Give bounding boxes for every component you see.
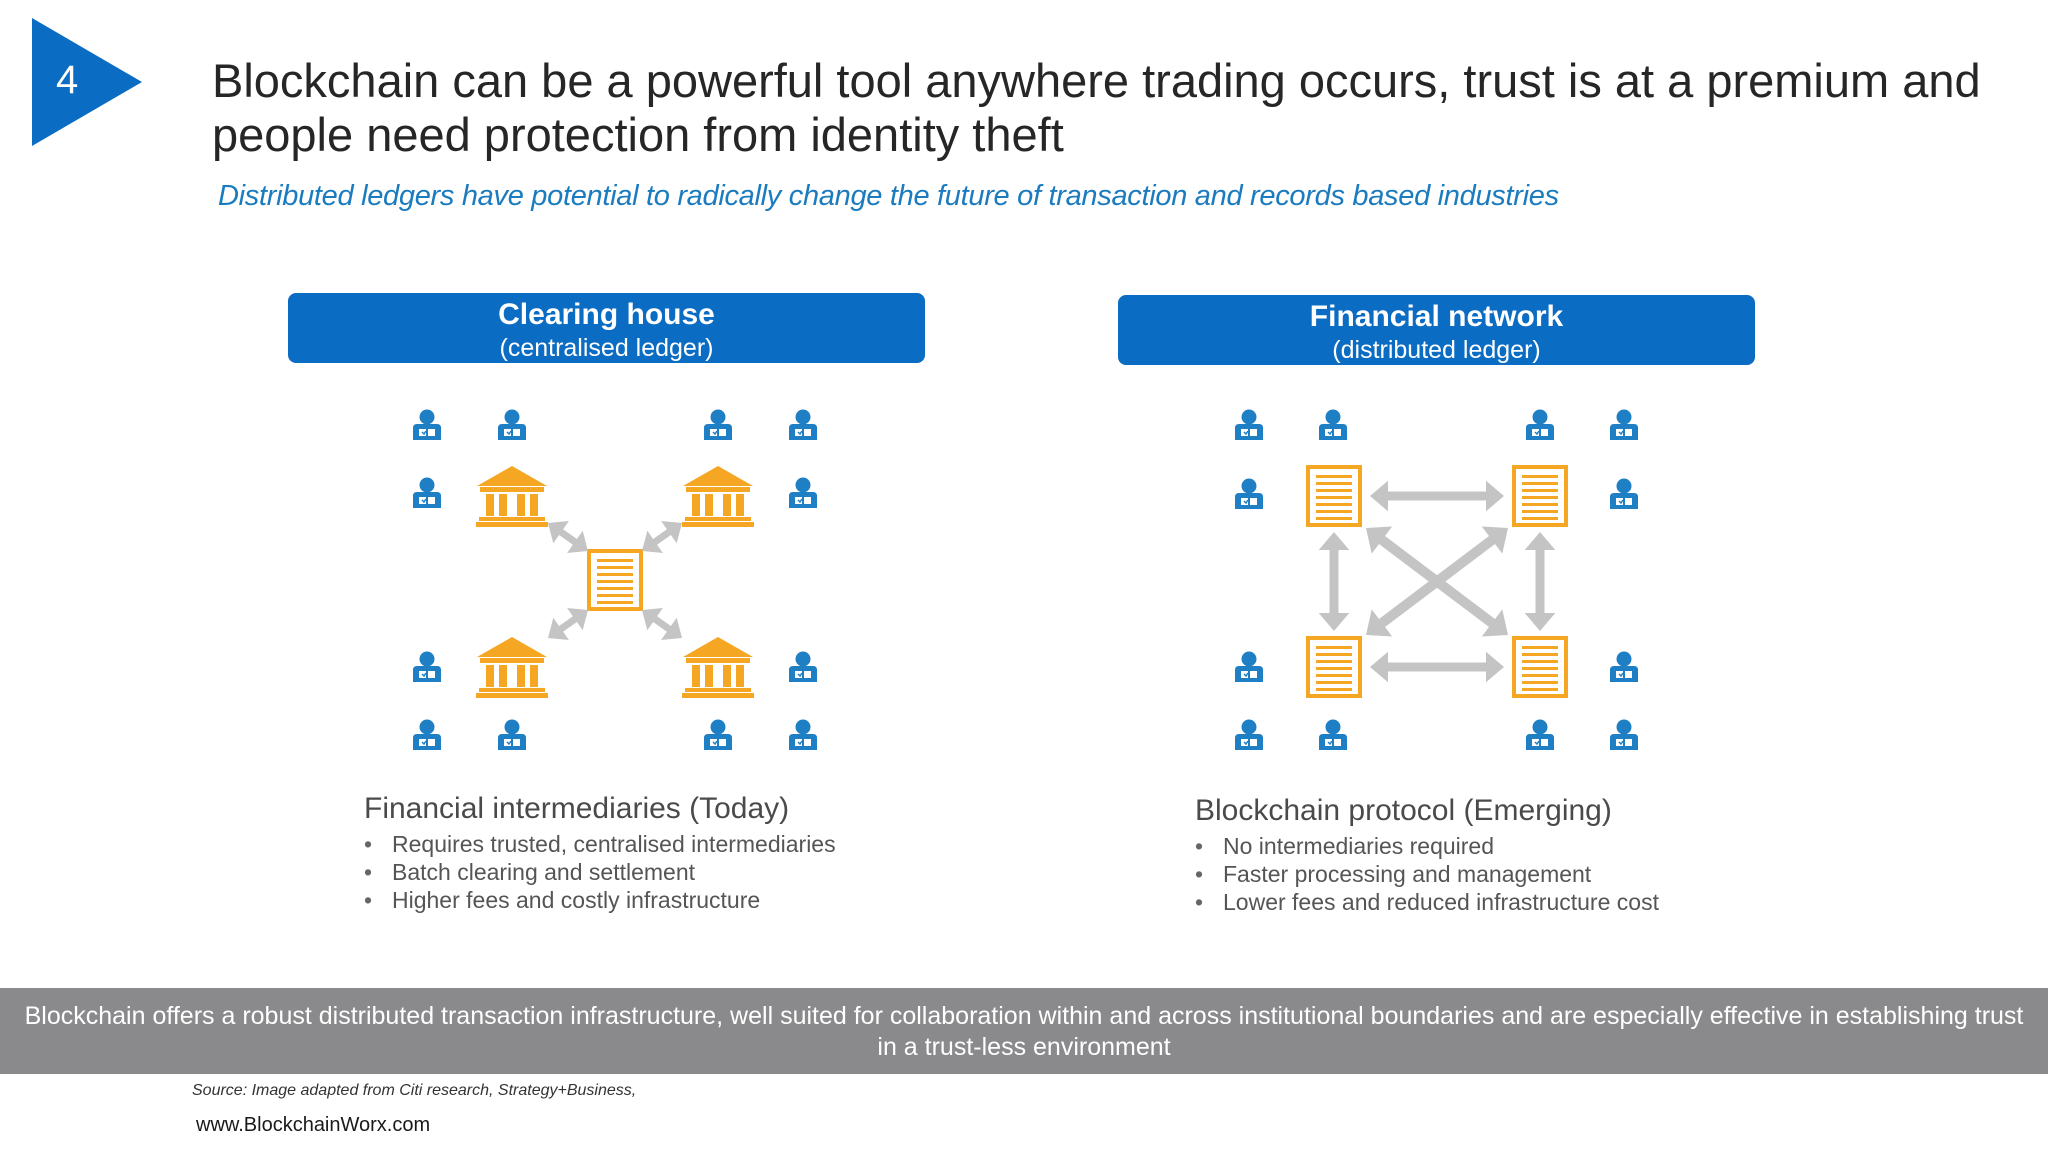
financial-network-subtitle: (distributed ledger) (1332, 336, 1541, 364)
person-icon (1318, 718, 1348, 751)
person-icon (788, 650, 818, 683)
person-icon (497, 408, 527, 441)
list-item: Lower fees and reduced infrastructure co… (1195, 888, 1815, 916)
list-item: Faster processing and management (1195, 860, 1815, 888)
clearing-house-header: Clearing house (centralised ledger) (288, 293, 925, 363)
financial-network-diagram (1234, 408, 1639, 751)
arrow-icon (1370, 480, 1504, 512)
right-list-heading: Blockchain protocol (Emerging) (1195, 794, 1612, 827)
arrow-icon (548, 608, 588, 640)
left-list-block: Financial intermediaries (Today) Require… (364, 792, 984, 914)
slide-number: 4 (56, 58, 79, 102)
person-icon (1234, 408, 1264, 441)
arrow-icon (548, 521, 588, 553)
person-icon (1525, 718, 1555, 751)
clearing-house-title: Clearing house (498, 298, 715, 331)
slide-number-chevron (32, 18, 142, 146)
person-icon (1234, 718, 1264, 751)
person-icon (497, 718, 527, 751)
ledger-icon (587, 549, 643, 611)
list-item: Requires trusted, centralised intermedia… (364, 830, 984, 858)
list-item: Batch clearing and settlement (364, 858, 984, 886)
source-note: Source: Image adapted from Citi research… (192, 1082, 637, 1099)
arrow-icon (1318, 532, 1350, 631)
bank-icon (682, 637, 754, 698)
ledger-icon (1306, 465, 1362, 527)
slide-title: Blockchain can be a powerful tool anywhe… (212, 54, 1981, 161)
person-icon (1609, 650, 1639, 683)
bank-icon (476, 637, 548, 698)
person-icon (1609, 408, 1639, 441)
footer-summary-text: Blockchain offers a robust distributed t… (24, 1002, 2024, 1061)
financial-network-title: Financial network (1309, 300, 1564, 333)
arrow-icon (642, 521, 682, 553)
arrow-icon (1366, 526, 1508, 637)
person-icon (1234, 477, 1264, 510)
person-icon (412, 718, 442, 751)
bank-icon (682, 466, 754, 527)
ledger-icon (1306, 636, 1362, 698)
slide-subtitle: Distributed ledgers have potential to ra… (218, 180, 1559, 212)
person-icon (412, 650, 442, 683)
ledger-icon (1512, 465, 1568, 527)
list-item: No intermediaries required (1195, 832, 1815, 860)
right-bullet-list: No intermediaries required Faster proces… (1195, 832, 1815, 916)
left-bullet-list: Requires trusted, centralised intermedia… (364, 830, 984, 914)
person-icon (412, 476, 442, 509)
arrow-icon (1524, 532, 1556, 631)
right-list-block: Blockchain protocol (Emerging) No interm… (1195, 794, 1815, 916)
person-icon (703, 408, 733, 441)
left-list-heading: Financial intermediaries (Today) (364, 792, 790, 825)
ledger-icon (1512, 636, 1568, 698)
person-icon (1318, 408, 1348, 441)
person-icon (788, 476, 818, 509)
person-icon (1234, 650, 1264, 683)
financial-network-header: Financial network (distributed ledger) (1118, 295, 1755, 365)
person-icon (1525, 408, 1555, 441)
person-icon (788, 718, 818, 751)
person-icon (703, 718, 733, 751)
person-icon (1609, 718, 1639, 751)
person-icon (788, 408, 818, 441)
clearing-house-subtitle: (centralised ledger) (499, 334, 714, 362)
arrow-icon (1370, 651, 1504, 683)
arrow-icon (642, 608, 682, 640)
person-icon (412, 408, 442, 441)
person-icon (1609, 477, 1639, 510)
website-link[interactable]: www.BlockchainWorx.com (196, 1114, 431, 1136)
list-item: Higher fees and costly infrastructure (364, 886, 984, 914)
footer-summary-bar: Blockchain offers a robust distributed t… (0, 988, 2048, 1074)
clearing-house-diagram (412, 408, 818, 751)
bank-icon (476, 466, 548, 527)
